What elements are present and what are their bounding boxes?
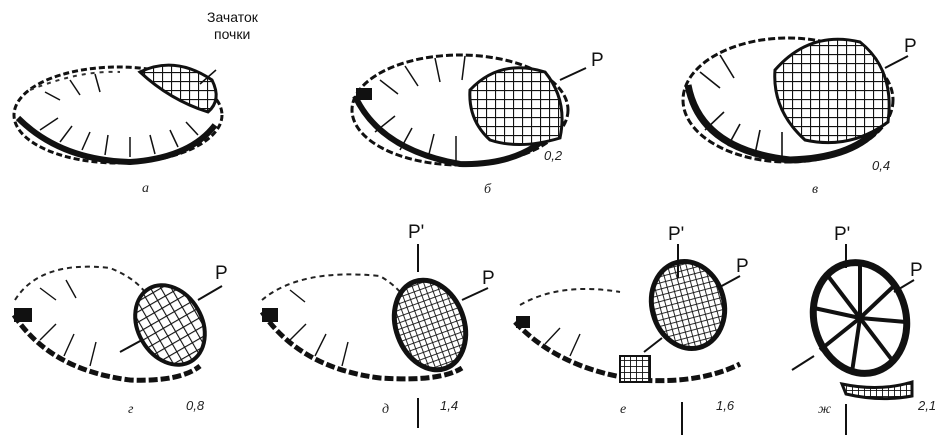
stage-e: P' P е 1,6	[515, 224, 749, 435]
bud-e	[642, 253, 734, 357]
bud-label-line1: Зачаток	[207, 9, 259, 25]
stage-letter-g: г	[128, 402, 134, 417]
bud-g	[121, 273, 218, 378]
plane-prime-label-d: P'	[408, 222, 424, 243]
stage-value-v: 0,4	[872, 158, 890, 173]
stage-letter-b: б	[484, 182, 492, 197]
bud-b	[470, 68, 562, 145]
bud-primordium-a	[140, 65, 216, 112]
separation-line-zh	[792, 356, 814, 370]
plane-label-v: P	[904, 36, 917, 57]
plane-label-e: P	[736, 256, 749, 277]
separation-line-g	[120, 340, 142, 352]
bud-label-line2: почки	[214, 26, 250, 42]
stage-d: P' P д 1,4	[262, 222, 495, 428]
stage-value-e: 1,6	[716, 398, 735, 413]
old-parent-remnant-zh	[842, 382, 912, 399]
plane-label-g: P	[215, 263, 228, 284]
stage-letter-d: д	[382, 402, 389, 417]
plane-label-d: P	[482, 268, 495, 289]
plane-line-e	[718, 276, 740, 288]
plane-label-zh: P	[910, 260, 923, 281]
stage-letter-v: в	[812, 182, 818, 197]
stage-letter-zh: ж	[818, 402, 831, 417]
stage-letter-e: е	[620, 402, 626, 417]
stage-b: P б 0,2	[352, 50, 604, 197]
stage-value-zh: 2,1	[917, 398, 936, 413]
stage-g: P г 0,8	[14, 263, 228, 417]
stage-value-b: 0,2	[544, 148, 563, 163]
plane-prime-label-e: P'	[668, 224, 684, 245]
plane-line-g	[198, 286, 222, 300]
plane-label-b: P	[591, 50, 604, 71]
bud-v	[775, 39, 889, 142]
stage-v: P в 0,4	[683, 36, 917, 197]
plane-line-v	[885, 56, 908, 68]
stage-value-g: 0,8	[186, 398, 205, 413]
stage-letter-a: а	[142, 181, 149, 196]
plane-line-b	[560, 68, 586, 80]
stage-a: Зачаток почки а	[14, 9, 259, 196]
plane-line-d	[462, 288, 488, 300]
plane-prime-label-zh: P'	[834, 224, 850, 245]
bud-d	[382, 270, 477, 380]
stage-zh: P' P ж 2,1	[792, 224, 936, 435]
separation-line-e	[644, 338, 662, 352]
stage-value-d: 1,4	[440, 398, 458, 413]
